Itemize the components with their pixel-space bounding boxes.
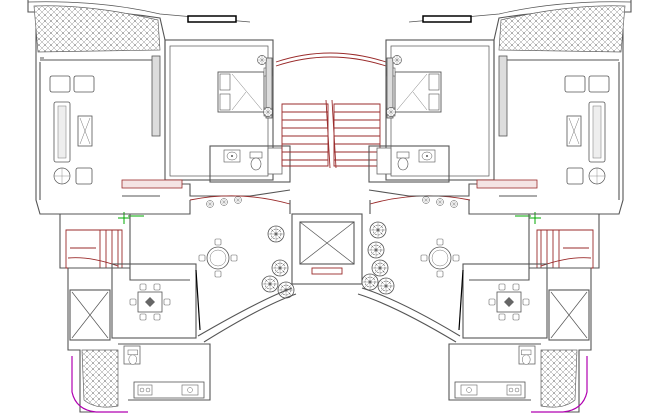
tree-icon bbox=[369, 221, 387, 239]
left-apartment bbox=[27, 0, 291, 413]
toilet-icon bbox=[249, 151, 263, 171]
round-table-icon bbox=[421, 239, 459, 277]
bed-icon bbox=[217, 67, 273, 117]
planter bbox=[189, 195, 291, 208]
tree-icon bbox=[261, 275, 279, 293]
dining-table-icon bbox=[130, 284, 170, 320]
right-apartment bbox=[368, 0, 632, 413]
bathtub bbox=[267, 147, 283, 175]
partition bbox=[121, 179, 183, 189]
stair-icon bbox=[65, 229, 123, 269]
sofa-icon bbox=[49, 75, 95, 185]
washbasin bbox=[223, 149, 241, 163]
tree-icon bbox=[367, 241, 385, 259]
stair-icon bbox=[281, 99, 381, 169]
window bbox=[187, 15, 237, 23]
balcony-hatch bbox=[81, 349, 119, 408]
tree-icon bbox=[271, 259, 289, 277]
tree-icon bbox=[377, 277, 395, 295]
planter bbox=[369, 195, 471, 208]
tree-icon bbox=[267, 225, 285, 243]
tree-icon bbox=[361, 273, 379, 291]
kitchen-counter-icon bbox=[133, 381, 205, 399]
terrace-hatch bbox=[33, 5, 161, 53]
wardrobe bbox=[265, 57, 273, 119]
round-table-icon bbox=[199, 239, 237, 277]
tree-icon bbox=[371, 259, 389, 277]
central-courtyard bbox=[189, 52, 471, 343]
elevator-icon bbox=[291, 213, 363, 285]
wardrobe bbox=[151, 55, 161, 137]
